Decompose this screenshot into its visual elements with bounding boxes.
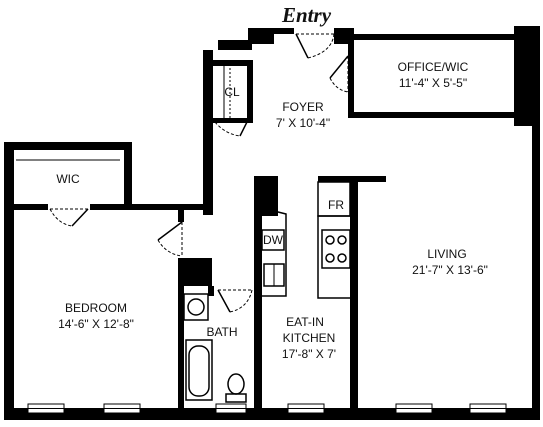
windows: [27, 403, 507, 414]
fridge-label: FR: [328, 198, 344, 212]
living-dims: 21'-7" X 13'-6": [412, 263, 488, 277]
bedroom-label: BEDROOM: [65, 301, 127, 315]
fixtures: [16, 64, 351, 403]
kitchen-label-2: KITCHEN: [283, 331, 336, 345]
closet-label: CL: [224, 85, 240, 99]
kitchen-dims: 17'-8" X 7': [282, 347, 336, 361]
office-label: OFFICE/WIC: [398, 60, 469, 74]
bedroom-dims: 14'-6" X 12'-8": [58, 317, 134, 331]
foyer-label: FOYER: [282, 100, 324, 114]
entry-title: Entry: [281, 3, 332, 27]
wic-label: WIC: [56, 172, 80, 186]
kitchen-label: EAT-IN: [286, 315, 324, 329]
living-label: LIVING: [427, 247, 466, 261]
bath-label: BATH: [206, 325, 237, 339]
doors: [49, 33, 349, 313]
foyer-dims: 7' X 10'-4": [276, 116, 330, 130]
dishwasher-label: DW: [263, 233, 284, 247]
office-dims: 11'-4" X 5'-5": [399, 76, 467, 90]
